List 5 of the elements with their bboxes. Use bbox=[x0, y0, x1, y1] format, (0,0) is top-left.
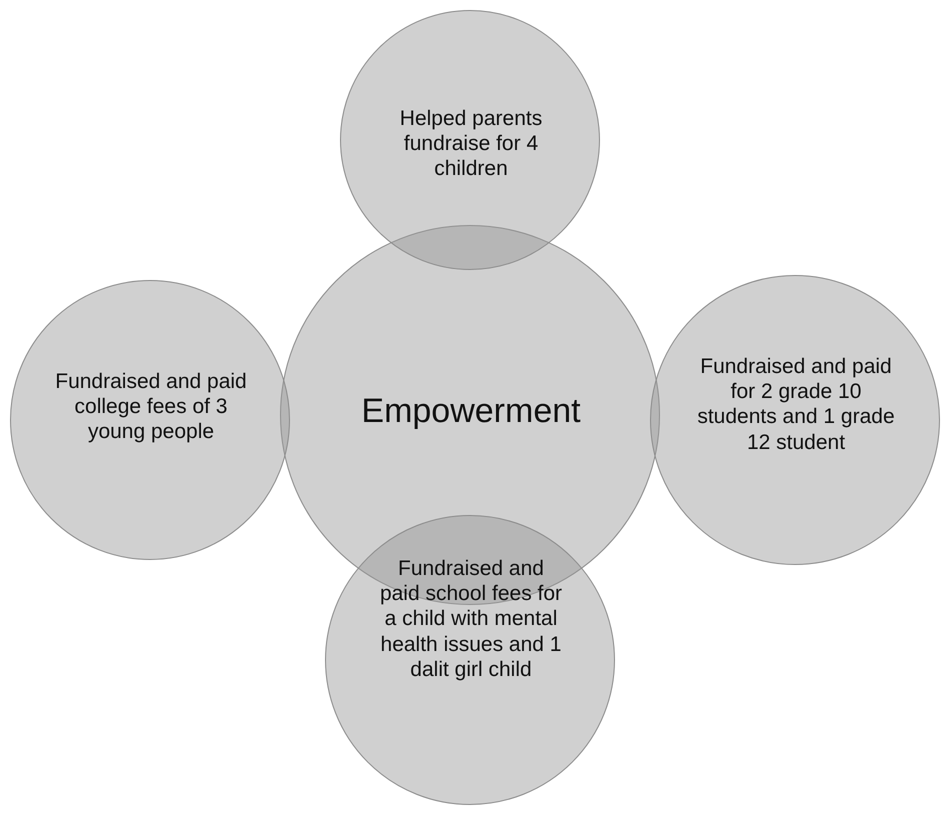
circle-label: Empowerment bbox=[360, 391, 582, 432]
circle-label: Fundraised and paid school fees for a child with mental health issues and 1 dalit girl child bbox=[378, 556, 564, 682]
circle-label: Helped parents fundraise for 4 children bbox=[398, 106, 544, 182]
circle-label: Fundraised and paid college fees of 3 young people bbox=[54, 369, 248, 445]
circle-label: Fundraised and paid for 2 grade 10 students and 1 grade 12 student bbox=[696, 354, 896, 455]
